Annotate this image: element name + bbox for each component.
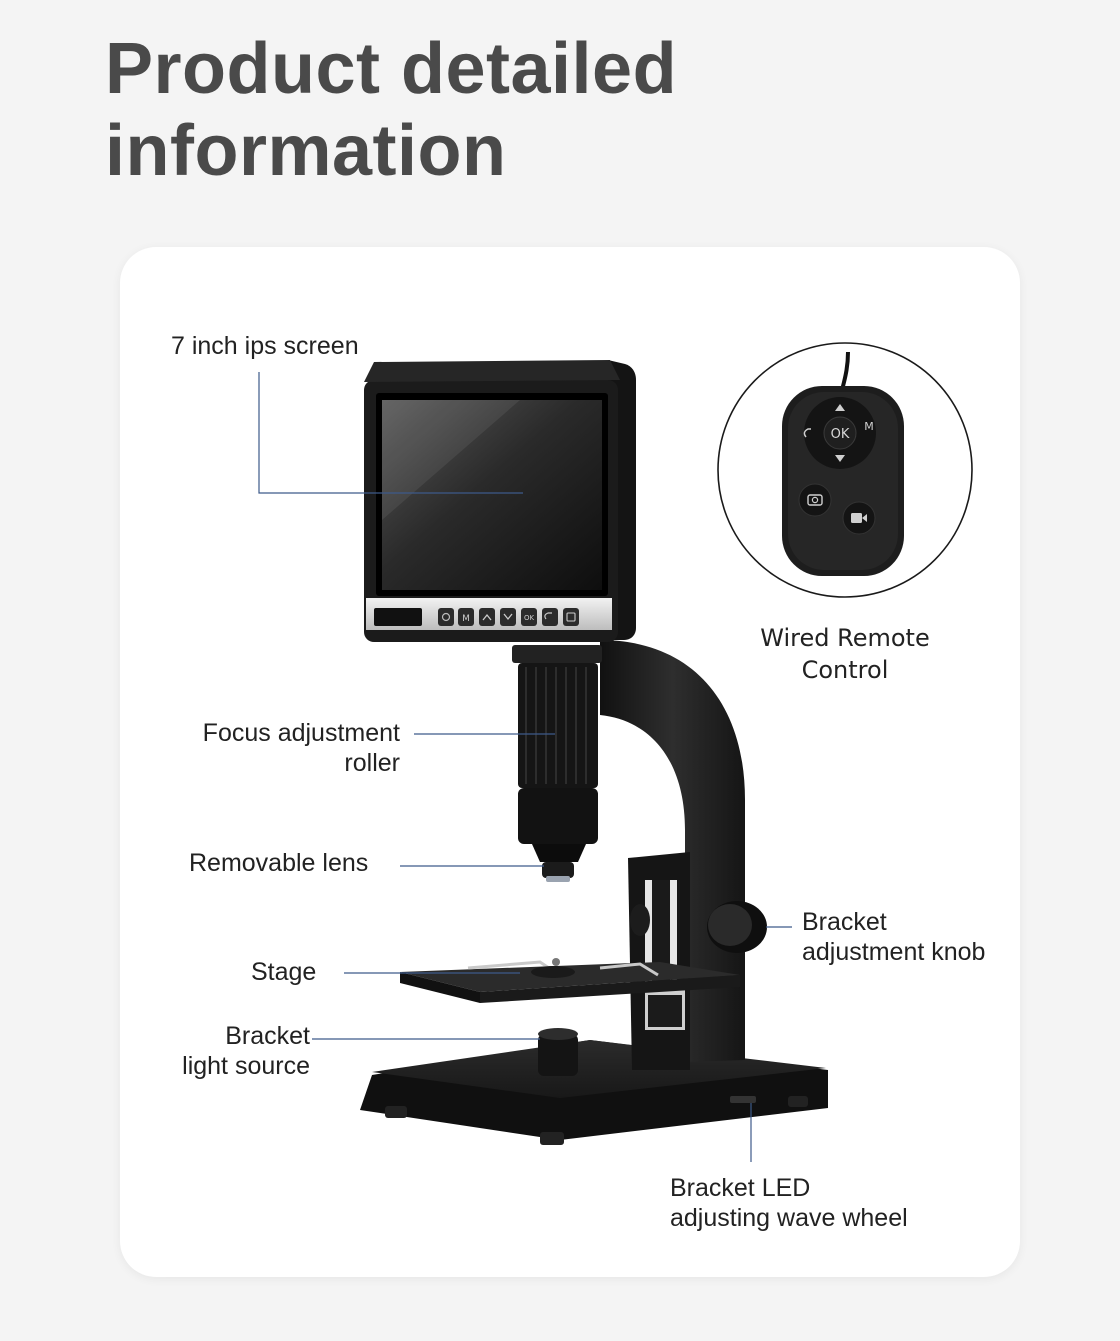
label-removable-lens: Removable lens [189,849,369,877]
label-focus-line-1: Focus adjustment [202,719,400,747]
leader-lines [258,372,792,1162]
title-line-2: information [105,111,507,191]
power-icon [441,612,451,622]
capture-icon [566,612,576,622]
up-icon [482,613,492,621]
microscope-base [360,1040,828,1145]
microscope-stage [400,958,740,1003]
label-stage: Stage [251,958,317,986]
remote-control-inset: OK M [717,342,973,598]
label-remote-line-1: Wired Remote [760,624,930,652]
screen-button-row: M OK [438,608,579,626]
leader-screen [258,372,523,494]
remote-menu-button: M [864,420,874,433]
lens-tube [512,645,602,882]
return-icon [544,612,552,620]
label-knob-line-2: adjustment knob [802,938,986,966]
title-line-1: Product detailed [105,29,678,109]
down-icon [503,613,513,621]
ips-screen: M OK [364,360,636,642]
page-title: Product detailed information [105,28,677,192]
label-led-line-2: adjusting wave wheel [670,1204,908,1232]
label-screen: 7 inch ips screen [171,332,359,360]
down-arrow-icon [835,455,845,462]
label-remote-line-2: Control [801,656,889,684]
label-wired-remote: Wired Remote Control [735,622,955,686]
label-knob-line-1: Bracket [802,908,887,936]
remote-ok-button: OK [831,427,850,442]
label-light-line-1: Bracket [225,1022,310,1050]
bracket-adjustment-knob [630,901,767,953]
label-focus-line-2: roller [344,749,400,777]
label-led-line-1: Bracket LED [670,1174,811,1202]
screen-ok-button: OK [524,614,535,622]
back-icon [803,428,811,438]
label-light-source: Bracket light source [150,1021,310,1081]
screen-menu-button: M [462,614,470,624]
label-adjustment-knob: Bracket adjustment knob [802,907,985,967]
video-icon [851,513,867,523]
microscope-arm [600,640,745,1070]
camera-icon [807,494,823,506]
label-light-line-2: light source [182,1052,310,1080]
label-led-wheel: Bracket LED adjusting wave wheel [670,1173,908,1233]
label-focus-roller: Focus adjustment roller [160,718,400,778]
up-arrow-icon [835,404,845,411]
bracket-light-source [538,1028,578,1076]
